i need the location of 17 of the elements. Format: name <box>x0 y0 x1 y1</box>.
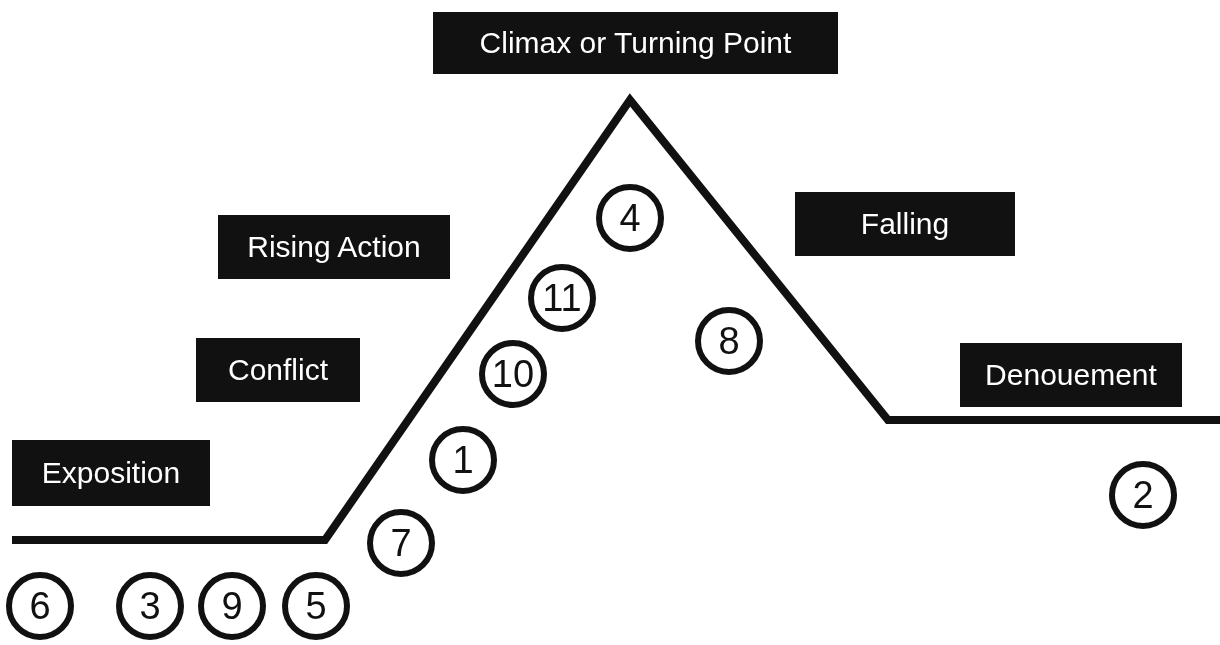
stage-label: Conflict <box>196 338 360 402</box>
numbered-circle: 1 <box>429 426 497 494</box>
numbered-circle: 4 <box>596 184 664 252</box>
numbered-circle: 8 <box>695 307 763 375</box>
numbered-circle: 5 <box>282 572 350 640</box>
numbered-circle: 3 <box>116 572 184 640</box>
numbered-circle: 7 <box>367 509 435 577</box>
stage-label: Exposition <box>12 440 210 506</box>
stage-label: Denouement <box>960 343 1182 407</box>
stage-label: Rising Action <box>218 215 450 279</box>
stage-label: Climax or Turning Point <box>433 12 838 74</box>
numbered-circle: 10 <box>479 340 547 408</box>
numbered-circle: 2 <box>1109 461 1177 529</box>
numbered-circle: 9 <box>198 572 266 640</box>
numbered-circle: 6 <box>6 572 74 640</box>
stage-label: Falling <box>795 192 1015 256</box>
numbered-circle: 11 <box>528 264 596 332</box>
